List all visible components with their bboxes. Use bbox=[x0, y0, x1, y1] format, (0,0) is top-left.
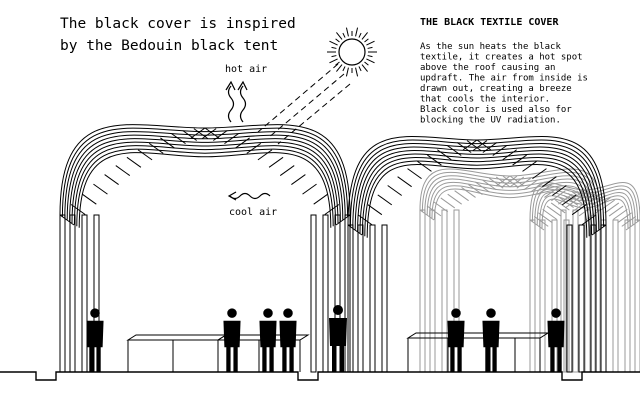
panel-body-line: updraft. The air from inside is bbox=[420, 74, 588, 84]
panel-body-line: that cools the interior. bbox=[420, 95, 550, 105]
wavy-arrow-left-icon bbox=[229, 192, 270, 200]
ground-line bbox=[0, 372, 640, 380]
panel-title: THE BLACK TEXTILE COVER bbox=[420, 17, 559, 28]
person-silhouette bbox=[547, 308, 564, 372]
vault-right bbox=[348, 136, 606, 372]
headline-line-2: by the Bedouin black tent bbox=[60, 38, 278, 54]
hot-air-label: hot air bbox=[225, 64, 267, 75]
people-silhouettes bbox=[86, 305, 564, 372]
panel-body-line: drawn out, creating a breeze bbox=[420, 84, 572, 94]
panel-body-line: blocking the UV radiation. bbox=[420, 116, 561, 126]
display-table bbox=[128, 335, 226, 372]
panel-body-line: As the sun heats the black bbox=[420, 42, 561, 52]
person-silhouette bbox=[447, 308, 464, 372]
cool-air-label: cool air bbox=[229, 207, 277, 218]
ghost-vault bbox=[420, 169, 600, 372]
wavy-arrow-up-icon bbox=[226, 82, 247, 122]
person-silhouette bbox=[86, 308, 103, 372]
person-silhouette bbox=[259, 308, 276, 372]
person-silhouette bbox=[223, 308, 240, 372]
person-silhouette bbox=[279, 308, 296, 372]
panel-body-line: textile, it creates a hot spot bbox=[420, 53, 583, 63]
panel-body-line: Black color is used also for bbox=[420, 105, 572, 115]
person-silhouette bbox=[329, 305, 347, 372]
headline-line-1: The black cover is inspired bbox=[60, 16, 296, 32]
person-silhouette bbox=[482, 308, 499, 372]
panel-body-line: above the roof causing an bbox=[420, 63, 555, 73]
sun-icon bbox=[327, 28, 377, 77]
